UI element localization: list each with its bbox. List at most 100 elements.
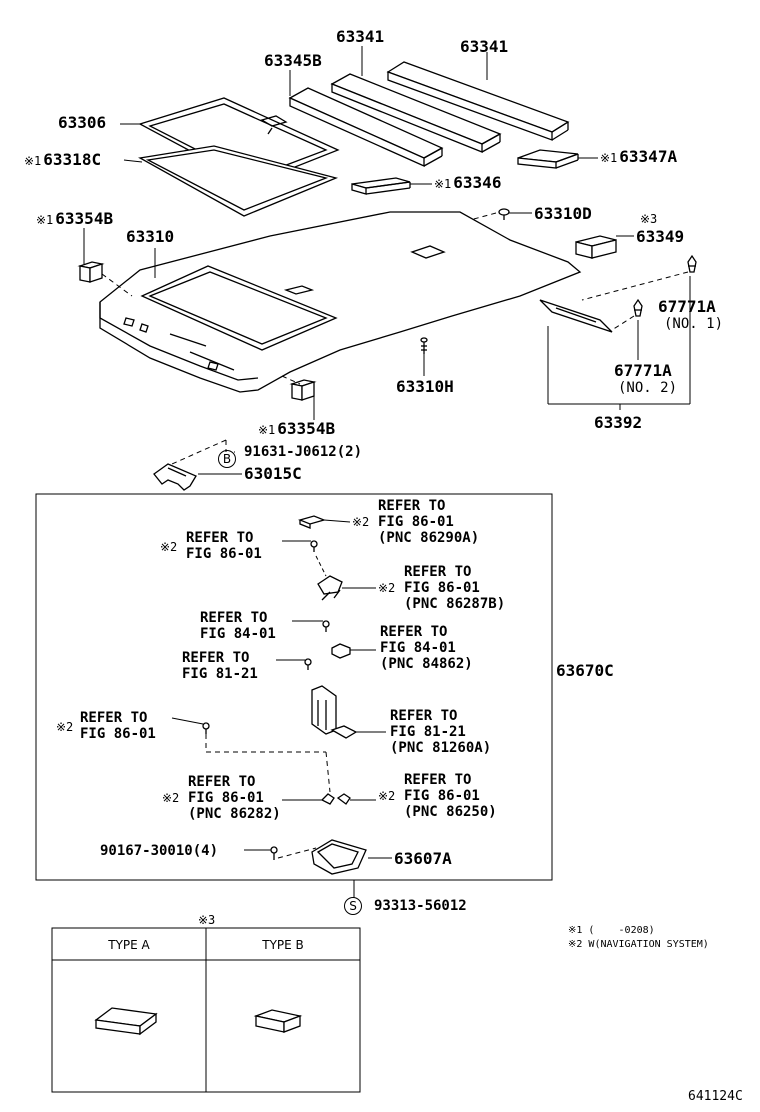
label-67771a-no2: 67771A xyxy=(614,361,672,380)
part-number: 63347A xyxy=(619,147,678,166)
label-63341-center: 63341 xyxy=(336,27,385,46)
mark-2: ※2 xyxy=(378,789,396,803)
assembly-parts xyxy=(171,515,386,875)
mark-2-ref-a: ※2 xyxy=(160,540,178,554)
mark-1: ※1 xyxy=(600,151,618,165)
label-93313: 93313-56012 xyxy=(374,898,467,914)
ref-line-2: FIG 84-01 xyxy=(200,626,276,642)
label-67771a-no1: 67771A xyxy=(658,297,716,316)
label-63310: 63310 xyxy=(126,227,175,246)
type-b-header: TYPE B xyxy=(262,938,304,952)
label-63349: 63349 xyxy=(636,227,685,246)
ref-line-2: FIG 81-21 xyxy=(182,666,258,682)
mark-2: ※2 xyxy=(378,581,396,595)
ref-line-1: REFER TO xyxy=(186,530,254,546)
ref-line-1: REFER TO xyxy=(80,710,148,726)
ref-line-2: FIG 86-01 xyxy=(404,788,480,804)
mark-1: ※1 xyxy=(24,154,42,168)
label-67771a-no1-sub: (NO. 1) xyxy=(664,316,724,332)
ref-line-1: REFER TO xyxy=(188,774,256,790)
label-63310h: 63310H xyxy=(396,377,454,396)
ref-86-01-a: REFER TO FIG 86-01 xyxy=(186,530,262,562)
bracket-63015c xyxy=(153,463,197,491)
part-number: 63354B xyxy=(55,209,114,228)
ref-84-01: REFER TO FIG 84-01 xyxy=(200,610,276,642)
label-67771a-no2-sub: (NO. 2) xyxy=(618,380,678,396)
ref-84862: REFER TO FIG 84-01 (PNC 84862) xyxy=(380,624,473,672)
ref-line-2: FIG 86-01 xyxy=(404,580,480,596)
label-63392: 63392 xyxy=(594,413,643,432)
ref-line-3: (PNC 86287B) xyxy=(404,596,506,612)
pad-63346 xyxy=(351,177,411,195)
mark-1: ※1 xyxy=(36,213,54,227)
figure-code: 641124C xyxy=(688,1089,743,1104)
ref-86287b: REFER TO ※2 FIG 86-01 (PNC 86287B) xyxy=(378,564,506,612)
ref-line-1: REFER TO xyxy=(390,708,458,724)
ref-line-2: FIG 81-21 xyxy=(390,724,466,740)
ref-line-2: FIG 86-01 xyxy=(378,514,454,530)
part-number: 63354B xyxy=(277,419,336,438)
ref-line-1: REFER TO xyxy=(182,650,250,666)
ref-line-2: FIG 84-01 xyxy=(380,640,456,656)
block-63349 xyxy=(575,235,617,259)
label-63310d: 63310D xyxy=(534,204,592,223)
ref-line-1: REFER TO xyxy=(404,772,472,788)
roof-panel-63341-center xyxy=(330,73,502,153)
type-table-mark: ※3 xyxy=(198,913,216,927)
circle-b-icon: B xyxy=(218,450,236,468)
type-table-grid xyxy=(51,927,361,1093)
part-number: 63346 xyxy=(453,173,502,192)
mark-2: ※2 xyxy=(352,515,370,529)
clip-67771a-no2 xyxy=(633,298,643,317)
label-90167: 90167-30010(4) xyxy=(100,843,219,859)
clip-67771a-no1 xyxy=(687,254,697,273)
label-63607a: 63607A xyxy=(394,849,452,868)
pad-type-b-icon xyxy=(253,1009,303,1033)
ref-line-3: (PNC 86250) xyxy=(404,804,497,820)
clip-63310d xyxy=(498,208,510,220)
ref-line-1: REFER TO xyxy=(378,498,446,514)
mark-2-ref-b: ※2 xyxy=(56,720,74,734)
label-63015c: 63015C xyxy=(244,464,302,483)
pad-63347a xyxy=(517,149,579,169)
label-63341-right: 63341 xyxy=(460,37,509,56)
label-63670c: 63670C xyxy=(556,661,614,680)
block-63354b-bottom xyxy=(289,379,317,401)
note-1: ※1 ( -0208) xyxy=(568,925,655,936)
mark-2: ※2 xyxy=(162,791,180,805)
ref-86-01-b: REFER TO FIG 86-01 xyxy=(80,710,156,742)
roof-headliner-63310 xyxy=(99,211,613,393)
roof-panel-63341-right xyxy=(386,61,570,141)
ref-line-3: (PNC 81260A) xyxy=(390,740,492,756)
mark-3-63349: ※3 xyxy=(640,212,658,226)
ref-line-1: REFER TO xyxy=(404,564,472,580)
note-2: ※2 W(NAVIGATION SYSTEM) xyxy=(568,939,709,950)
label-91631: 91631-J0612(2) xyxy=(244,444,363,460)
mark-1: ※1 xyxy=(258,423,276,437)
ref-line-2: FIG 86-01 xyxy=(186,546,262,562)
ref-line-2: FIG 86-01 xyxy=(80,726,156,742)
ref-81260a: REFER TO FIG 81-21 (PNC 81260A) xyxy=(390,708,491,756)
ref-86250: REFER TO ※2 FIG 86-01 (PNC 86250) xyxy=(378,772,497,820)
type-a-header: TYPE A xyxy=(108,938,150,952)
block-63354b-top xyxy=(77,261,105,283)
ref-81-21: REFER TO FIG 81-21 xyxy=(182,650,258,682)
pad-type-a-icon xyxy=(94,1007,158,1036)
roof-panel-63345b xyxy=(288,87,444,168)
ref-86290a: REFER TO ※2 FIG 86-01 (PNC 86290A) xyxy=(352,498,480,546)
mark-1: ※1 xyxy=(434,177,452,191)
clip-63310h xyxy=(420,337,428,354)
sunroof-seal-63318c xyxy=(138,145,339,217)
ref-line-3: (PNC 86282) xyxy=(188,806,281,822)
label-63345b: 63345B xyxy=(264,51,322,70)
part-number: 63318C xyxy=(43,150,102,169)
ref-line-3: (PNC 86290A) xyxy=(378,530,480,546)
ref-line-3: (PNC 84862) xyxy=(380,656,473,672)
